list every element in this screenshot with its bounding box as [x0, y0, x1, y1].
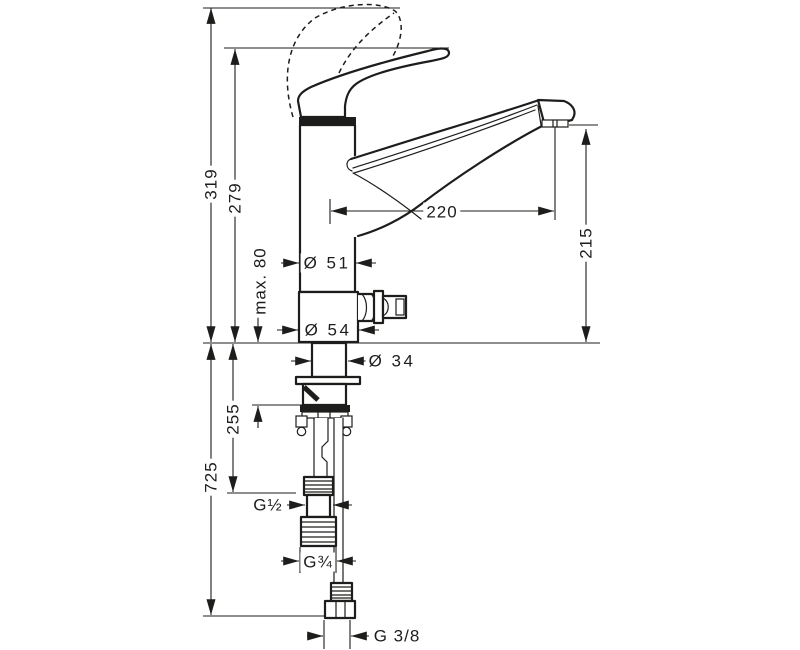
handle-base-ring	[299, 117, 356, 125]
shank-diameter-dim-label: Ø 34	[365, 351, 419, 371]
supply-thread-dim-label: G½	[250, 495, 286, 515]
handle-raised-dashed-inner	[338, 12, 395, 74]
extension-lines	[203, 7, 600, 649]
aerator	[541, 119, 569, 128]
spout-highlight-line-2	[353, 109, 536, 174]
supply-hose-fill	[334, 418, 343, 602]
thread-collar-lower-ribs	[301, 521, 336, 543]
spout-fill	[349, 99, 575, 237]
connection-depth-dim-label: 255	[223, 400, 243, 438]
g-half-thread-section	[305, 493, 332, 519]
max-mounting-thickness-dim-label: max. 80	[250, 244, 270, 318]
aerator-dividers	[552, 119, 558, 128]
base-diameter-dim-label: Ø 54	[301, 320, 355, 340]
dishwasher-thread-dim-label: G¾	[300, 552, 336, 572]
hose-length-dim-label: 725	[201, 458, 221, 496]
side-outlet-cap-arc	[382, 297, 389, 317]
spout-tip-crease	[537, 105, 542, 126]
side-outlet-cap	[381, 294, 408, 320]
hose-hex-nut	[323, 599, 357, 620]
mounting-wedge	[302, 385, 320, 402]
spout-top-edge	[349, 98, 541, 161]
side-outlet-collar-arc	[361, 293, 368, 322]
body-diameter-dim-label: Ø 51	[300, 253, 354, 273]
clamping-nut-band	[300, 405, 350, 412]
hose-end-fitting-ribs	[331, 586, 352, 599]
thread-collar-upper-ribs	[304, 480, 333, 493]
shank-pipe	[313, 417, 329, 478]
side-outlet-cap-inner	[395, 298, 405, 316]
mounting-shank	[310, 341, 348, 379]
faucet-handle-lever	[296, 47, 451, 119]
spout-bottom-edge	[356, 123, 546, 238]
mounting-bracket-notches	[317, 411, 331, 419]
handle-height-dim-label: 279	[225, 179, 245, 217]
hose-thread-dim-label: G 3/8	[370, 626, 424, 646]
total-height-dim-label: 319	[201, 165, 221, 203]
under-counter-assembly	[294, 341, 362, 620]
spout-root-nose	[346, 158, 353, 172]
spout-reach-dim-label: 220	[423, 202, 461, 222]
mounting-screw-left	[295, 415, 308, 428]
spout-highlight-line-1	[352, 104, 538, 169]
hose-hex-nut-facets	[335, 600, 346, 619]
outlet-height-dim-label: 215	[576, 224, 596, 262]
mounting-screw-head-left	[296, 426, 307, 437]
side-outlet-flange	[372, 289, 385, 325]
faucet-above-counter	[286, 3, 576, 344]
